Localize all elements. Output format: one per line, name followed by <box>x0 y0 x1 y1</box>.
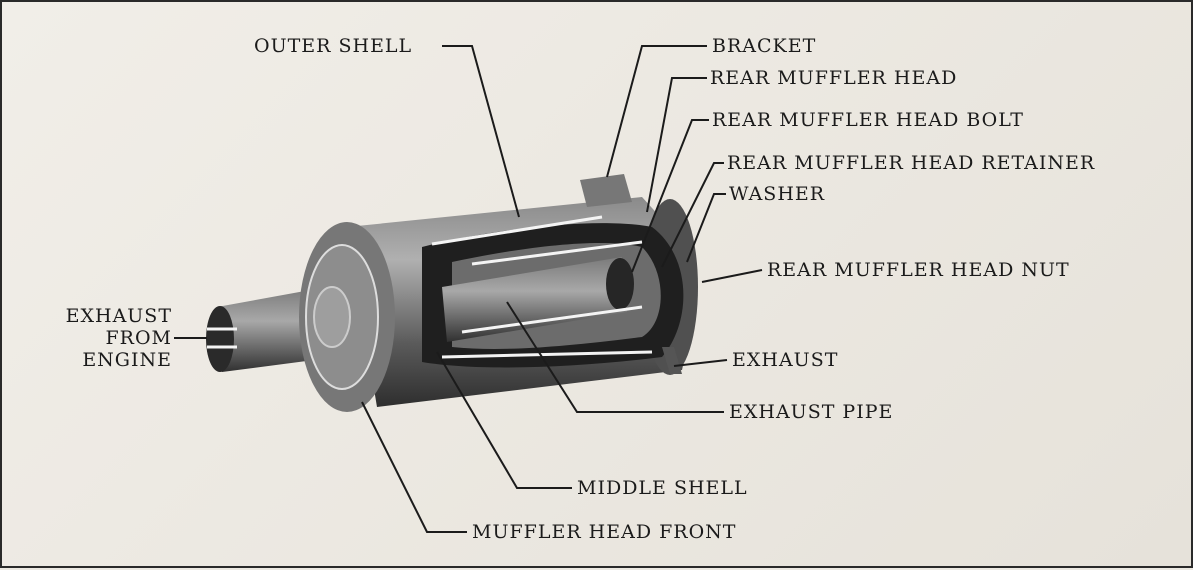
inlet-opening <box>206 306 234 372</box>
leader-lines <box>174 45 763 533</box>
leader-bracket <box>606 45 707 178</box>
label-rear-muffler-head: REAR MUFFLER HEAD <box>710 67 958 89</box>
leader-rear-muffler-head-nut <box>701 269 763 283</box>
leader-middle-shell <box>436 351 572 489</box>
exhaust-outlet <box>662 347 682 374</box>
leader-rear-muffler-head <box>646 77 707 213</box>
label-rear-muffler-head-retainer: REAR MUFFLER HEAD RETAINER <box>727 152 1096 174</box>
label-muffler-head-front: MUFFLER HEAD FRONT <box>472 521 737 543</box>
flow-arrow <box>431 215 603 246</box>
flow-arrow <box>461 305 643 334</box>
flow-arrow <box>441 350 653 359</box>
leader-rear-muffler-head-bolt <box>631 119 709 273</box>
exhaust-pipe-end <box>606 258 634 310</box>
label-outer-shell: OUTER SHELL <box>254 35 413 57</box>
label-washer: WASHER <box>729 183 826 205</box>
label-exhaust-from-engine-3: ENGINE <box>82 349 172 371</box>
label-exhaust-from-engine-1: EXHAUST <box>65 305 172 327</box>
exhaust-pipe <box>442 257 627 342</box>
label-exhaust-pipe: EXHAUST PIPE <box>729 401 894 423</box>
leader-muffler-head-front <box>361 401 467 533</box>
bracket <box>580 174 632 207</box>
front-flange-hub <box>313 286 351 348</box>
flow-arrow <box>471 240 643 266</box>
leader-exhaust-pipe <box>506 301 724 413</box>
leader-outer-shell <box>442 45 520 218</box>
label-middle-shell: MIDDLE SHELL <box>577 477 748 499</box>
flow-arrows <box>207 215 653 359</box>
label-exhaust-from-engine-2: FROM <box>105 327 172 349</box>
leader-exhaust <box>673 359 728 367</box>
label-rear-muffler-head-nut: REAR MUFFLER HEAD NUT <box>767 259 1070 281</box>
leader-rear-muffler-head-retainer <box>661 162 724 268</box>
muffler-body <box>206 174 698 412</box>
label-bracket: BRACKET <box>712 35 817 57</box>
label-rear-muffler-head-bolt: REAR MUFFLER HEAD BOLT <box>712 109 1024 131</box>
label-exhaust: EXHAUST <box>732 349 839 371</box>
leader-washer <box>686 193 726 263</box>
